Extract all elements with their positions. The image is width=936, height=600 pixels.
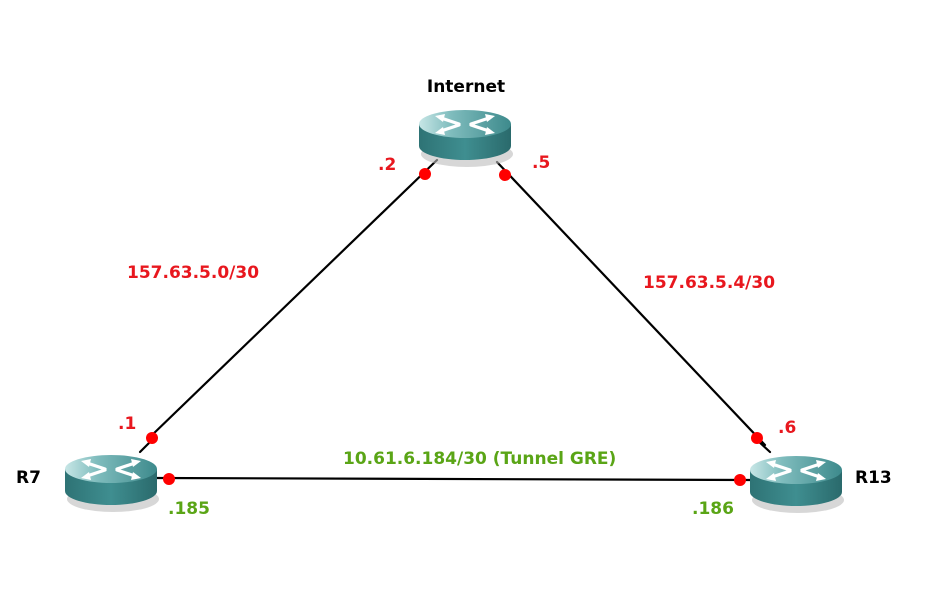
address-label-r7-internet: .1: [118, 414, 136, 434]
links: [138, 158, 772, 482]
address-label-r13-internet: .6: [778, 418, 796, 438]
router-icon: [748, 454, 846, 515]
interface-dot-internet-r13[interactable]: [499, 169, 511, 181]
interface-dot-r13-internet[interactable]: [751, 432, 763, 444]
link-r7-internet[interactable]: [148, 158, 439, 439]
address-label-r7-tunnel: .185: [168, 499, 210, 519]
router-icon: [63, 453, 161, 514]
interface-dot-internet-r7[interactable]: [419, 168, 431, 180]
interface-dot-r7-tunnel[interactable]: [163, 473, 175, 485]
address-label-internet-r7: .2: [378, 155, 396, 175]
node-label-r13: R13: [855, 468, 892, 488]
router-r13[interactable]: [748, 454, 846, 515]
subnet-label-internet-r13: 157.63.5.4/30: [643, 273, 775, 293]
address-label-r13-tunnel: .186: [692, 499, 734, 519]
interface-dot-r7-internet[interactable]: [146, 432, 158, 444]
subnet-label-r7-internet: 157.63.5.0/30: [127, 263, 259, 283]
address-label-internet-r13: .5: [532, 153, 550, 173]
router-icon: [417, 108, 515, 169]
interface-dot-r13-tunnel[interactable]: [734, 474, 746, 486]
subnet-label-tunnel: 10.61.6.184/30 (Tunnel GRE): [343, 449, 616, 469]
node-label-r7: R7: [16, 468, 41, 488]
node-label-internet: Internet: [427, 77, 505, 97]
link-tunnel-gre[interactable]: [153, 476, 752, 482]
router-r7[interactable]: [63, 453, 161, 514]
router-internet[interactable]: [417, 108, 515, 169]
interface-dots: [146, 168, 763, 486]
link-internet-r13[interactable]: [495, 160, 767, 447]
